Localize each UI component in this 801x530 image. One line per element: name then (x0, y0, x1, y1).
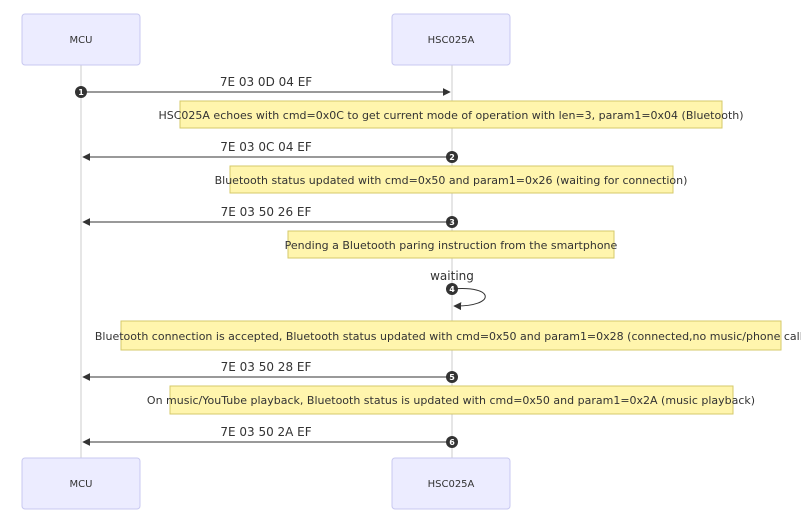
note-1-text: HSC025A echoes with cmd=0x0C to get curr… (158, 109, 743, 122)
actor-mcu-bottom-label: MCU (70, 479, 93, 490)
actor-hsc025a-top: HSC025A (391, 13, 511, 66)
actor-hsc025a-bottom: HSC025A (391, 457, 511, 510)
message-1: 7E 03 0D 04 EF 1 (75, 75, 451, 98)
message-6: 7E 03 50 2A EF 6 (82, 425, 458, 448)
note-5-text: On music/YouTube playback, Bluetooth sta… (147, 394, 755, 407)
note-2-text: Bluetooth status updated with cmd=0x50 a… (215, 174, 688, 187)
note-3-text: Pending a Bluetooth paring instruction f… (285, 239, 618, 252)
message-4: waiting 4 (430, 269, 486, 311)
actor-mcu-top-label: MCU (70, 35, 93, 46)
note-2: Bluetooth status updated with cmd=0x50 a… (215, 165, 688, 194)
sequence-badge-2 (446, 151, 458, 163)
message-3: 7E 03 50 26 EF 3 (82, 205, 458, 228)
message-2: 7E 03 0C 04 EF 2 (82, 140, 458, 163)
sequence-badge-5 (446, 371, 458, 383)
sequence-badge-4 (446, 283, 458, 295)
note-5: On music/YouTube playback, Bluetooth sta… (147, 385, 755, 415)
note-4: Bluetooth connection is accepted, Blueto… (95, 320, 801, 351)
message-3-label: 7E 03 50 26 EF (221, 205, 312, 219)
sequence-badge-5-label: 5 (449, 373, 455, 382)
sequence-badge-3-label: 3 (449, 218, 455, 227)
message-5: 7E 03 50 28 EF 5 (82, 360, 458, 383)
sequence-badge-1 (75, 86, 87, 98)
actor-hsc025a-bottom-label: HSC025A (428, 479, 475, 490)
message-4-label: waiting (430, 269, 474, 283)
actor-mcu-top: MCU (21, 13, 141, 66)
sequence-badge-4-label: 4 (449, 285, 455, 294)
message-4-arrow (451, 288, 486, 311)
message-6-label: 7E 03 50 2A EF (220, 425, 311, 439)
message-5-label: 7E 03 50 28 EF (221, 360, 312, 374)
note-1: HSC025A echoes with cmd=0x0C to get curr… (158, 100, 744, 129)
actor-hsc025a-top-label: HSC025A (428, 35, 475, 46)
sequence-badge-2-label: 2 (449, 153, 455, 162)
note-4-text: Bluetooth connection is accepted, Blueto… (95, 330, 801, 343)
message-2-label: 7E 03 0C 04 EF (220, 140, 312, 154)
sequence-badge-6 (446, 436, 458, 448)
sequence-badge-6-label: 6 (449, 438, 455, 447)
sequence-badge-1-label: 1 (78, 88, 84, 97)
note-3: Pending a Bluetooth paring instruction f… (285, 230, 618, 259)
message-1-label: 7E 03 0D 04 EF (220, 75, 312, 89)
actor-mcu-bottom: MCU (21, 457, 141, 510)
sequence-badge-3 (446, 216, 458, 228)
